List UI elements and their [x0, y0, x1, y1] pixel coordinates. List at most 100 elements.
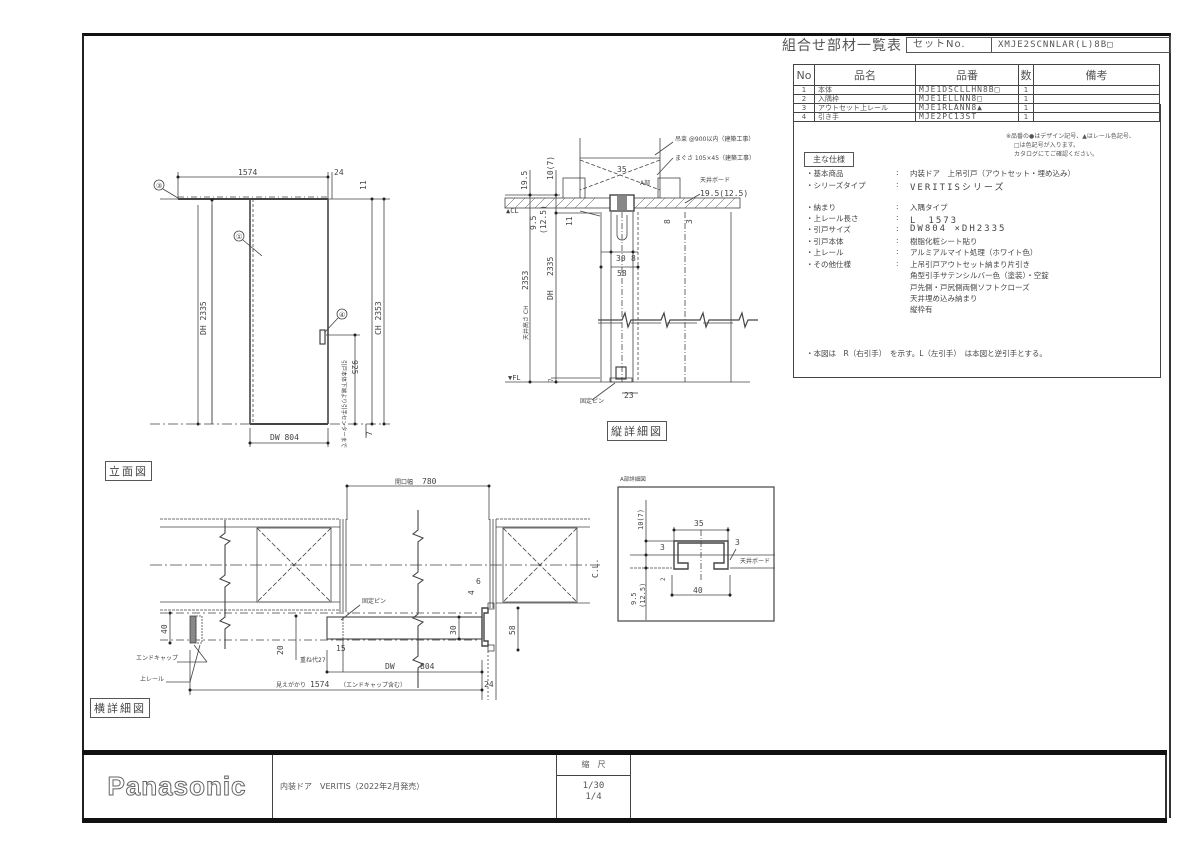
spec-sep: : [896, 259, 899, 268]
spec-value: DW804 ×DH2335 [910, 224, 1007, 234]
detail-note-ceiling-board: 天井ボード [740, 557, 770, 565]
spec-key: ・その他仕様 [806, 260, 851, 269]
spec-row: ・納まり:入隅タイプ [806, 202, 948, 213]
scale-label: 縮 尺 [557, 755, 630, 776]
scale-value: 1/30 [582, 781, 605, 791]
dim-19-5-12-5: 19.5(12.5) [700, 189, 748, 198]
dim-11: 11 [359, 180, 368, 190]
spec-title: 主な仕様 [804, 152, 854, 167]
vertical-section-drawing [504, 138, 758, 401]
spec-sep: : [896, 168, 899, 177]
spec-sep: : [896, 180, 899, 189]
spec-value: L 1573 [910, 216, 959, 226]
spec-value: 内装ドア 上吊引戸（アウトセット・埋め込み） [910, 169, 1075, 178]
parts-table-header: No 品名 品番 数 備考 [793, 64, 1160, 86]
parts-footnote: ※品番の●はデザイン記号、▲はレール色記号、 □は色記号が入ります。 カタログに… [1006, 132, 1156, 159]
dim-ch: CH 2353 [374, 301, 383, 335]
product-cell: 内装ドア VERITIS（2022年2月発売） [272, 755, 557, 818]
spec-panel: ※品番の●はデザイン記号、▲はレール色記号、 □は色記号が入ります。 カタログに… [793, 104, 1161, 378]
spec-value: VERITISシリーズ [910, 183, 1006, 193]
dim-7b: 7 [548, 378, 555, 382]
cl-label: C.L. [591, 559, 600, 578]
horizontal-section-label: 横詳細図 [90, 698, 150, 718]
spec-value: アルミアルマイト処理（ホワイト色） [910, 248, 1038, 257]
dim-2353: 2353 [521, 271, 530, 290]
handle-note: 引戸本体下端より引手センターまで [340, 360, 348, 448]
note-ceiling-board: 天井ボード [700, 176, 730, 184]
dh-label: DH [546, 290, 555, 300]
drawing-frame [82, 33, 1171, 818]
note-end-cap: エンドキャップ [136, 655, 178, 662]
spec-sep: : [896, 213, 899, 222]
blank-cell [630, 755, 1167, 818]
detail-dim-2: 2 [660, 577, 667, 581]
spec-key: ・上レール長さ [806, 214, 859, 223]
dim-12-5: (12.5) [539, 205, 548, 234]
note-upper-rail: 上レール [140, 675, 164, 683]
brand-logo: Panasonic [107, 771, 247, 802]
callout-3: ③ [156, 182, 162, 190]
set-number-box: セットNo. XMJE2SCNNLAR(L)8B□ [906, 37, 1171, 53]
spec-extra-line: 角型引手サテンシルバー色（塗装）・空錠 [910, 271, 1049, 280]
detail-dim-40: 40 [693, 586, 703, 595]
detail-dim-3a: 3 [660, 543, 665, 552]
spec-row: ・上レール: アルミアルマイト処理（ホワイト色） [806, 247, 1037, 258]
callout-1: ① [236, 233, 242, 241]
dim-11: 11 [565, 216, 574, 226]
note-fixed-pin-h: 固定ピン [362, 597, 386, 605]
vertical-section-label: 縦詳細図 [607, 421, 667, 441]
product-name: 内装ドア VERITIS（2022年2月発売） [280, 782, 425, 791]
elevation-label: 立面図 [105, 461, 152, 481]
spec-sep: : [896, 224, 899, 233]
dim-58: 58 [617, 269, 627, 278]
cl-marker: ▲CL [506, 207, 519, 215]
dim-20: 20 [276, 645, 285, 655]
dim-2335: 2335 [546, 257, 555, 276]
visible-label: 見えがかり [276, 681, 306, 689]
spec-sep: : [896, 247, 899, 256]
set-number-label: セットNo. [907, 38, 992, 52]
dim-925: 925 [350, 360, 359, 375]
table-row: 4 引き手 MJE2PC13ST 1 [793, 112, 1160, 122]
scale-value: 1/4 [585, 792, 602, 802]
dim-19-5: 19.5 [520, 171, 529, 190]
footnote-line: カタログにてご確認ください。 [1014, 151, 1099, 158]
spec-extra-line: 天井埋め込み納まり [910, 294, 978, 303]
dim-30-h: 30 [449, 625, 458, 635]
col-name: 品名 [814, 64, 916, 86]
elevation-drawing [150, 172, 390, 447]
table-row: 1 本体 MJE1DSCLLHN8B□ 1 [793, 85, 1160, 95]
dim-9-5: 9.5 [529, 215, 538, 230]
spec-key: ・引戸本体 [806, 237, 844, 246]
spec-key: ・上レール [806, 248, 844, 257]
col-part-no: 品番 [915, 64, 1019, 86]
dim-15: 15 [336, 644, 346, 653]
dim-40: 40 [160, 624, 169, 634]
dim-4: 4 [467, 590, 476, 595]
dw-label: DW [385, 662, 395, 671]
detail-dim-3b: 3 [735, 538, 740, 547]
set-number-value: XMJE2SCNNLAR(L)8B□ [998, 40, 1114, 50]
spec-extra-line: 戸先側・戸尻側両側ソフトクローズ [910, 283, 1030, 292]
detail-dim-9-5: 9.5 [630, 592, 638, 605]
note-magusa: まぐさ 105×45（建築工事） [675, 154, 755, 162]
spec-sep: : [896, 202, 899, 211]
note-tsuka: 吊束 @900以内（建築工事） [675, 135, 754, 143]
spec-sep: : [896, 236, 899, 245]
dim-10-7: 10(7) [546, 156, 555, 180]
detail-a-drawing [617, 486, 775, 622]
note-fixed-pin: 固定ピン [580, 397, 604, 405]
dim-24: 24 [334, 168, 344, 177]
spec-row: ・基本商品:内装ドア 上吊引戸（アウトセット・埋め込み） [806, 168, 1075, 179]
spec-extra-line: 縦枠有 [910, 305, 933, 314]
spec-row: ・シリーズタイプ:VERITISシリーズ [806, 180, 1005, 193]
spec-remark: ・本図は R（右引手） を示す。L（左引手） は本図と逆引手とする。 [806, 349, 1047, 358]
spec-key: ・納まり [806, 203, 836, 212]
visible-note: （エンドキャップ含む） [340, 681, 406, 689]
ceiling-height-label: 天井高さ CH [522, 305, 530, 340]
note-a-part: A部 [640, 179, 650, 187]
scale-cell: 縮 尺 1/30 1/4 [557, 755, 631, 818]
spec-row: ・上レール長さ: L 1573 [806, 213, 958, 226]
spec-value: 樹脂化粧シート貼り [910, 237, 978, 246]
dim-30: 30 [616, 254, 626, 263]
